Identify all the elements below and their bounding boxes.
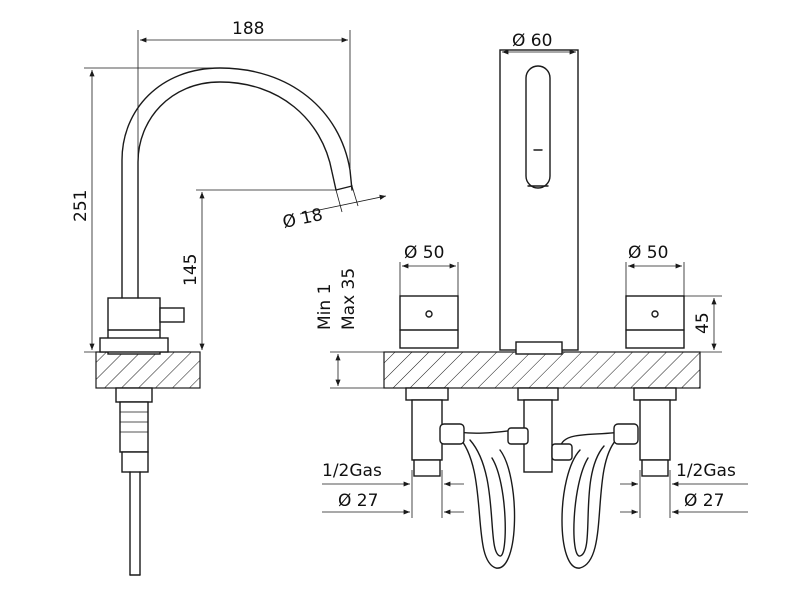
side-spout [121, 67, 353, 299]
side-lever [159, 307, 185, 323]
dim-left-connection: 1/2Gas [322, 461, 382, 481]
dim-deck-min: Min 1 [315, 284, 335, 330]
dim-right-handle-diameter: Ø 50 [628, 243, 668, 263]
dim-spout-body-diameter: Ø 60 [512, 31, 552, 51]
front-deck-section [383, 351, 701, 389]
dim-right-hole-diameter: Ø 27 [684, 491, 724, 511]
left-hose [445, 429, 521, 569]
dim-left-handle-diameter: Ø 50 [404, 243, 444, 263]
dim-deck-max: Max 35 [339, 268, 359, 330]
left-handle [399, 295, 459, 349]
dim-spout-reach: 188 [232, 19, 264, 39]
dim-right-connection: 1/2Gas [676, 461, 736, 481]
side-view: 188 251 145 Ø 18 [71, 19, 387, 576]
dim-outlet-diameter: Ø 18 [281, 205, 325, 233]
dim-handle-height: 45 [693, 312, 713, 334]
front-view: Ø 60 Ø 50 Ø 50 45 Min 1 Max 35 1/2Gas Ø … [315, 31, 748, 569]
side-deck-section [95, 351, 201, 389]
right-handle [625, 295, 685, 349]
dim-total-height: 251 [71, 190, 91, 222]
dim-spout-height: 145 [181, 254, 201, 286]
dim-left-hole-diameter: Ø 27 [338, 491, 378, 511]
